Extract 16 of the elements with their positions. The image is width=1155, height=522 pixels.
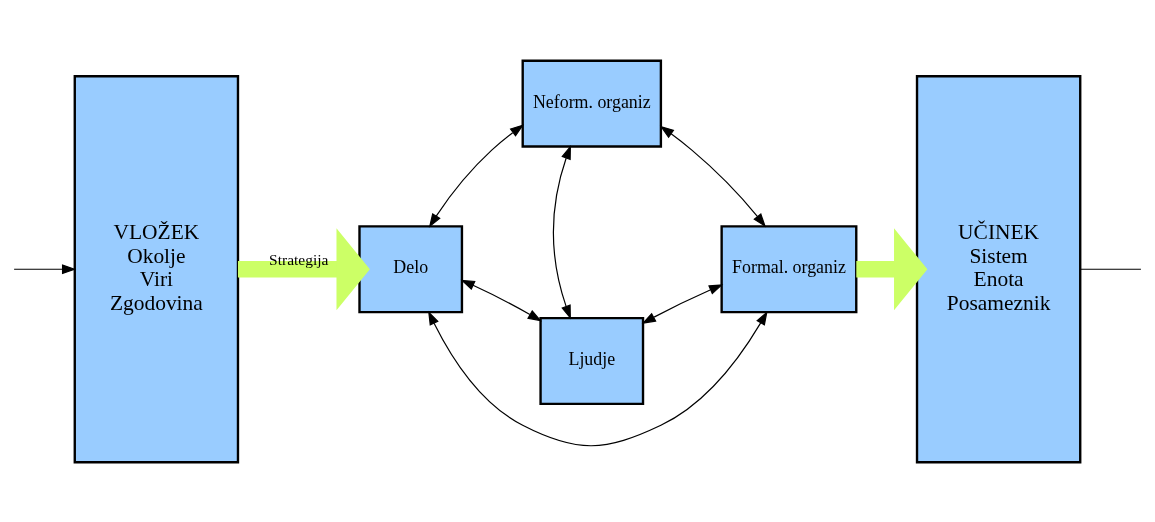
arrow: [13, 263, 77, 274]
arrow: [238, 227, 370, 310]
arrow: [659, 125, 767, 227]
arrow: [641, 283, 724, 324]
arrow: [460, 279, 542, 321]
node-box: Ljudje: [539, 316, 645, 405]
node-box: VLOŽEK Okolje Viri Zgodovina: [73, 74, 240, 463]
node-box: Formal. organiz: [720, 224, 858, 313]
arrow: [428, 310, 768, 446]
arrow: [856, 227, 928, 310]
arrow: [552, 144, 571, 319]
node-box: Delo: [358, 224, 464, 313]
node-box: Neform. organiz: [521, 59, 663, 148]
arrow: [428, 123, 525, 228]
connector: [1079, 268, 1142, 270]
node-box: UČINEK Sistem Enota Posameznik: [915, 74, 1082, 463]
